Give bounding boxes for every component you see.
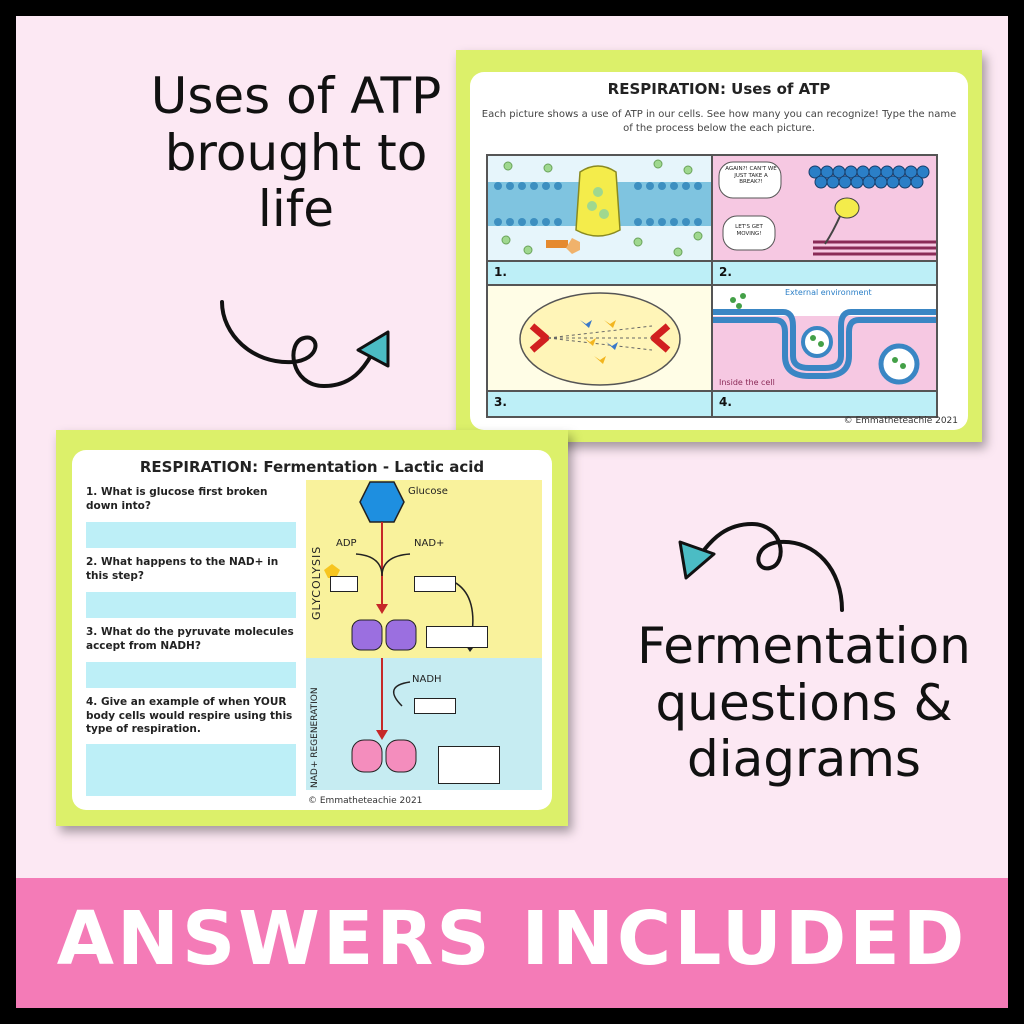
atp-slide-title: RESPIRATION: Uses of ATP <box>607 80 831 98</box>
banner-text: ANSWERS INCLUDED <box>56 896 968 982</box>
question-1: 1. What is glucose first broken down int… <box>86 486 268 512</box>
pyruvate-answer-box <box>426 626 488 648</box>
membrane-illustration <box>488 159 711 257</box>
muscle-illustration <box>718 161 936 256</box>
caption-fermentation: Fermentation questions & diagrams <box>637 617 971 788</box>
panel-cell-division <box>487 285 712 391</box>
question-4: 4. Give an example of when YOUR body cel… <box>86 696 293 736</box>
panel-4-label: 4. <box>712 391 937 417</box>
panel-exocytosis: External environment Inside the cell <box>712 285 937 391</box>
curly-arrow-icon <box>220 300 390 389</box>
fermentation-slide-card: RESPIRATION: Fermentation - Lactic acid … <box>72 450 552 810</box>
curly-arrow-icon <box>678 521 844 612</box>
fermentation-slide-preview: RESPIRATION: Fermentation - Lactic acid … <box>56 430 568 826</box>
caption-atp: Uses of ATP brought to life <box>150 67 442 238</box>
atp-picture-grid: 1. <box>486 154 938 418</box>
nad-plus-label: NAD+ <box>414 538 445 549</box>
vesicle-illustration <box>713 286 936 385</box>
adp-label: ADP <box>336 538 357 549</box>
answer-box-2 <box>86 592 296 618</box>
cell-division-illustration <box>519 292 681 386</box>
fermentation-slide-title: RESPIRATION: Fermentation - Lactic acid <box>139 458 485 476</box>
question-2: 2. What happens to the NAD+ in this step… <box>86 556 279 582</box>
promo-canvas: Uses of ATP brought to life Fermentation… <box>16 16 1008 1008</box>
inside-cell-label: Inside the cell <box>719 378 775 387</box>
panel-active-transport <box>487 155 712 261</box>
question-3: 3. What do the pyruvate molecules accept… <box>86 626 294 652</box>
nadh-label: NADH <box>412 674 442 685</box>
external-environment-label: External environment <box>785 288 872 297</box>
bubble-motivation: LET'S GET MOVING! <box>735 224 763 237</box>
pathway-arrows <box>324 481 476 773</box>
regeneration-section <box>306 658 542 790</box>
answer-box-1 <box>86 522 296 548</box>
fermentation-copyright: © Emmatheteachie 2021 <box>308 796 423 806</box>
panel-1-label: 1. <box>487 261 712 285</box>
atp-answer-box <box>330 576 358 592</box>
glucose-label: Glucose <box>408 486 448 497</box>
atp-copyright: © Emmatheteachie 2021 <box>843 416 958 426</box>
atp-slide-card: RESPIRATION: Uses of ATP Each picture sh… <box>470 72 968 430</box>
answers-banner: ANSWERS INCLUDED <box>16 878 1008 1008</box>
lactate-answer-box <box>438 746 500 784</box>
nadh-answer-box <box>414 576 456 592</box>
panel-3-label: 3. <box>487 391 712 417</box>
bubble-complaint: AGAIN?! CAN'T WE JUST TAKE A BREAK?! <box>725 166 777 186</box>
answer-box-4 <box>86 744 296 796</box>
atp-slide-preview: RESPIRATION: Uses of ATP Each picture sh… <box>456 50 982 442</box>
glycolysis-section <box>306 480 542 658</box>
panel-muscle-contraction: AGAIN?! CAN'T WE JUST TAKE A BREAK?! LET… <box>712 155 937 261</box>
atp-slide-instructions: Each picture shows a use of ATP in our c… <box>481 109 957 134</box>
fermentation-diagram: GLYCOLYSIS NAD+ REGENERATION <box>306 480 542 790</box>
nad-answer-box <box>414 698 456 714</box>
answer-box-3 <box>86 662 296 688</box>
panel-2-label: 2. <box>712 261 937 285</box>
